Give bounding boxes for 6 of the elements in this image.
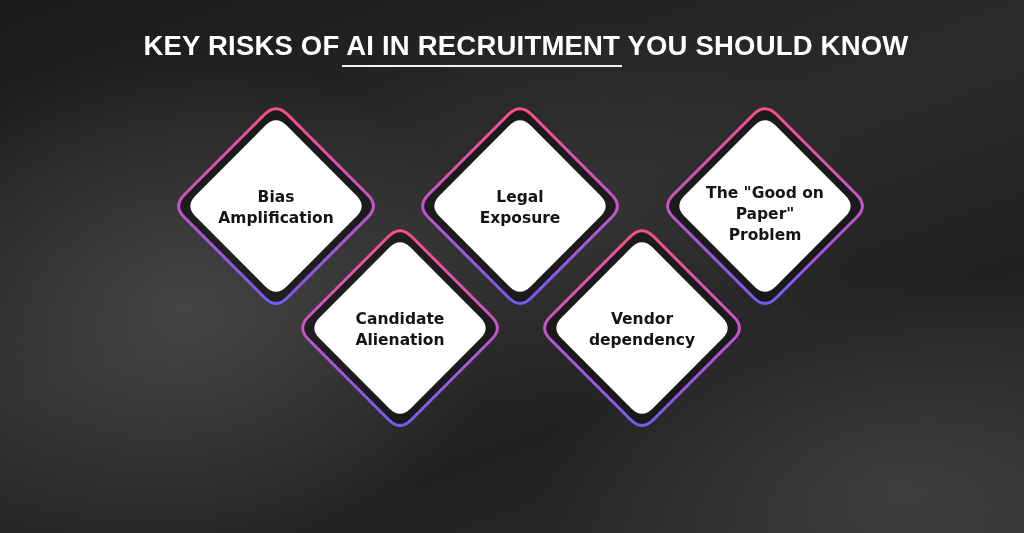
risk-label: Bias Amplification (217, 187, 335, 229)
risk-label: Candidate Alienation (354, 309, 446, 351)
risk-label: The "Good on Paper" Problem (705, 182, 825, 246)
title-heading: KEY RISKS OF AI IN RECRUITMENT YOU SHOULD KNOW (142, 30, 910, 62)
risk-label: Legal Exposure (478, 187, 562, 229)
risk-label: Vendor dependency (587, 309, 697, 351)
